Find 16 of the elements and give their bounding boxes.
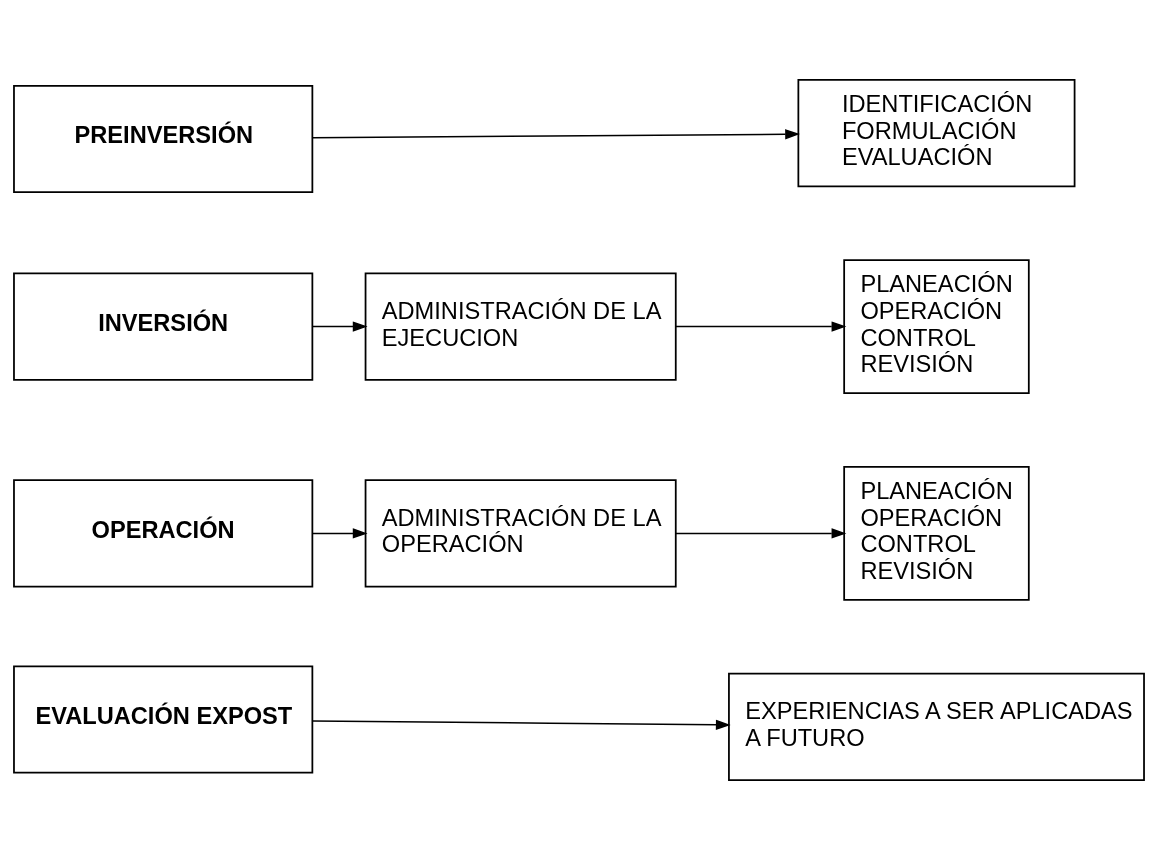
node-box: ADMINISTRACIÓN DE LA OPERACIÓN <box>364 479 677 588</box>
arrow <box>675 321 847 332</box>
arrow <box>311 321 368 332</box>
arrow <box>312 129 800 140</box>
node-box: IDENTIFICACIÓN FORMULACIÓN EVALUACIÓN <box>797 79 1076 188</box>
node-box: PLANEACIÓN OPERACIÓN CONTROL REVISIÓN <box>843 466 1030 601</box>
arrow <box>675 528 847 539</box>
node-box: PLANEACIÓN OPERACIÓN CONTROL REVISIÓN <box>843 259 1030 394</box>
arrow <box>311 528 368 539</box>
arrow <box>312 719 731 730</box>
node-box: EXPERIENCIAS A SER APLICADAS A FUTURO <box>728 672 1145 781</box>
node-box: OPERACIÓN <box>13 479 314 588</box>
node-box: INVERSIÓN <box>13 272 314 381</box>
node-box: PREINVERSIÓN <box>13 84 314 194</box>
node-box: ADMINISTRACIÓN DE LA EJECUCION <box>364 272 677 381</box>
node-box: EVALUACIÓN EXPOST <box>13 665 314 774</box>
